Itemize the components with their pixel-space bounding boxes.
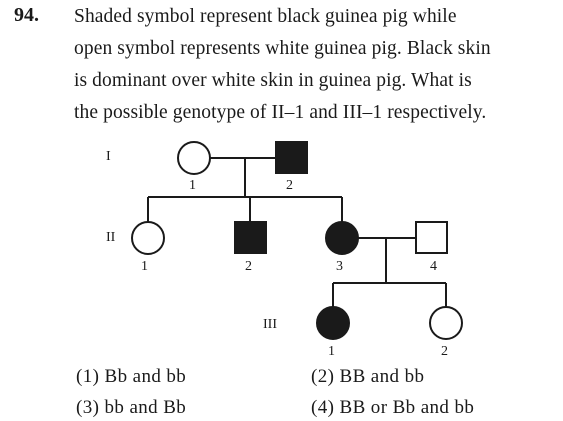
- individual-II-1-number: 1: [141, 259, 148, 274]
- question-line-1: Shaded symbol represent black guinea pig…: [74, 6, 457, 27]
- question-line-2: open symbol represents white guinea pig.…: [74, 38, 491, 59]
- answer-option-3[interactable]: (3) bb and Bb: [76, 397, 187, 418]
- individual-II-3-number: 3: [336, 259, 343, 274]
- individual-I-2-number: 2: [286, 178, 293, 193]
- pedigree-lines: [147, 157, 447, 307]
- individual-II-3-shaded-circle: [325, 221, 359, 255]
- individual-I-1-open-circle: [177, 141, 211, 175]
- individual-III-1-number: 1: [328, 344, 335, 359]
- generation-label-2: II: [106, 230, 116, 245]
- individual-II-4-number: 4: [430, 259, 437, 274]
- answer-option-2[interactable]: (2) BB and bb: [311, 366, 425, 387]
- individual-III-1-shaded-circle: [316, 306, 350, 340]
- individual-I-2-shaded-square: [275, 141, 308, 174]
- answer-option-1[interactable]: (1) Bb and bb: [76, 366, 187, 387]
- question-line-3: is dominant over white skin in guinea pi…: [74, 70, 472, 91]
- individual-II-2-shaded-square: [234, 221, 267, 254]
- generation-label-1: I: [106, 149, 111, 164]
- question-line-4: the possible genotype of II–1 and III–1 …: [74, 102, 487, 123]
- individual-II-4-open-square: [415, 221, 448, 254]
- individual-I-1-number: 1: [189, 178, 196, 193]
- individual-III-2-number: 2: [441, 344, 448, 359]
- individual-II-2-number: 2: [245, 259, 252, 274]
- individual-III-2-open-circle: [429, 306, 463, 340]
- question-number: 94.: [14, 4, 39, 26]
- answer-option-4[interactable]: (4) BB or Bb and bb: [311, 397, 475, 418]
- generation-label-3: III: [263, 317, 277, 332]
- individual-II-1-open-circle: [131, 221, 165, 255]
